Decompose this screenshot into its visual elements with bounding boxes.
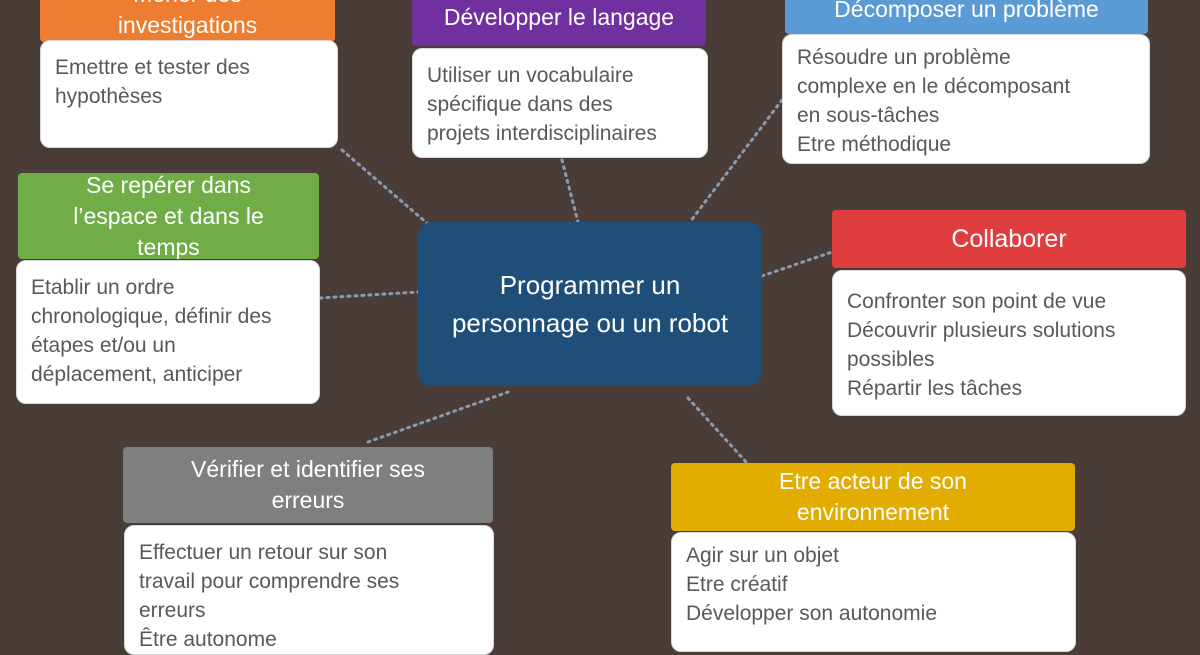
card-line: Répartir les tâches: [847, 377, 1023, 400]
node-acteur-title: Etre acteur de son environnement: [779, 466, 967, 528]
connector-langage: [560, 158, 580, 224]
title-line: Développer le langage: [443, 3, 675, 30]
card-line: hypothèses: [55, 85, 163, 108]
node-langage-title: Développer le langage: [444, 2, 674, 33]
node-langage-card: Utiliser un vocabulaire spécifique dans …: [412, 48, 708, 158]
card-line: Découvrir plusieurs solutions: [847, 319, 1116, 342]
card-line: Agir sur un objet: [686, 544, 839, 567]
card-line: Etre méthodique: [797, 133, 952, 156]
connector-erreurs: [366, 390, 510, 444]
connector-espace: [318, 290, 420, 300]
card-line: Résoudre un problème: [797, 46, 1011, 69]
card-line: Être autonome: [139, 628, 277, 651]
title-line: temps: [137, 233, 200, 260]
card-line: Utiliser un vocabulaire: [427, 64, 634, 87]
node-espace-title: Se repérer dans l’espace et dans le temp…: [73, 173, 264, 259]
title-line: Collaborer: [951, 224, 1067, 253]
node-espace-header: Se repérer dans l’espace et dans le temp…: [18, 173, 319, 259]
connector-probleme: [688, 98, 784, 224]
title-line: Décomposer un problème: [834, 0, 1099, 22]
card-line: possibles: [847, 348, 935, 371]
node-collaborer-title: Collaborer: [951, 224, 1066, 255]
central-topic: Programmer un personnage ou un robot: [418, 222, 762, 386]
node-erreurs-header: Vérifier et identifier ses erreurs: [123, 447, 493, 523]
central-topic-line: personnage ou un robot: [451, 308, 729, 338]
node-erreurs-title: Vérifier et identifier ses erreurs: [191, 454, 425, 516]
card-line: travail pour comprendre ses: [139, 570, 400, 593]
node-investigations-card: Emettre et tester des hypothèses: [40, 40, 338, 148]
title-line: Etre acteur de son: [779, 468, 967, 494]
connector-acteur: [686, 396, 748, 464]
title-line: Se repérer dans: [86, 173, 251, 198]
node-acteur-header: Etre acteur de son environnement: [671, 463, 1075, 531]
node-langage-header: Développer le langage: [412, 0, 706, 46]
node-probleme-card: Résoudre un problème complexe en le déco…: [782, 34, 1150, 164]
card-line: spécifique dans des: [427, 93, 613, 116]
connector-lines: [318, 98, 834, 464]
card-line: complexe en le décomposant: [797, 75, 1071, 98]
card-line: Emettre et tester des: [55, 56, 250, 79]
title-line: environnement: [796, 499, 950, 525]
card-line: erreurs: [139, 599, 206, 622]
card-line: projets interdisciplinaires: [427, 122, 657, 145]
title-line: erreurs: [271, 487, 345, 513]
card-line: étapes et/ou un: [31, 334, 176, 357]
node-erreurs-card: Effectuer un retour sur son travail pour…: [124, 525, 494, 655]
node-probleme-title: Décomposer un problème: [834, 0, 1099, 25]
node-acteur-card: Agir sur un objet Etre créatif Développe…: [671, 532, 1076, 652]
card-line: Etablir un ordre: [31, 276, 175, 299]
card-line: Etre créatif: [686, 573, 788, 596]
node-collaborer-card: Confronter son point de vue Découvrir pl…: [832, 270, 1186, 416]
node-espace-card: Etablir un ordre chronologique, définir …: [16, 260, 320, 404]
card-line: Effectuer un retour sur son: [139, 541, 388, 564]
node-probleme-header: Décomposer un problème: [785, 0, 1148, 34]
card-line: en sous-tâches: [797, 104, 940, 127]
card-line: chronologique, définir des: [31, 305, 272, 328]
card-line: Confronter son point de vue: [847, 290, 1107, 313]
card-line: Développer son autonomie: [686, 602, 937, 625]
card-line: déplacement, anticiper: [31, 363, 243, 386]
central-topic-line: Programmer un: [499, 270, 681, 300]
title-line: l’espace et dans le: [73, 202, 264, 229]
connector-investigations: [340, 148, 430, 226]
title-line: investigations: [117, 12, 258, 38]
node-collaborer-header: Collaborer: [832, 210, 1186, 268]
title-line: Vérifier et identifier ses: [191, 456, 425, 482]
node-investigations-header: Mener des investigations: [40, 0, 335, 42]
connector-collaborer: [760, 250, 834, 278]
title-line: Mener des: [118, 0, 257, 10]
node-investigations-title: Mener des investigations: [118, 0, 257, 41]
